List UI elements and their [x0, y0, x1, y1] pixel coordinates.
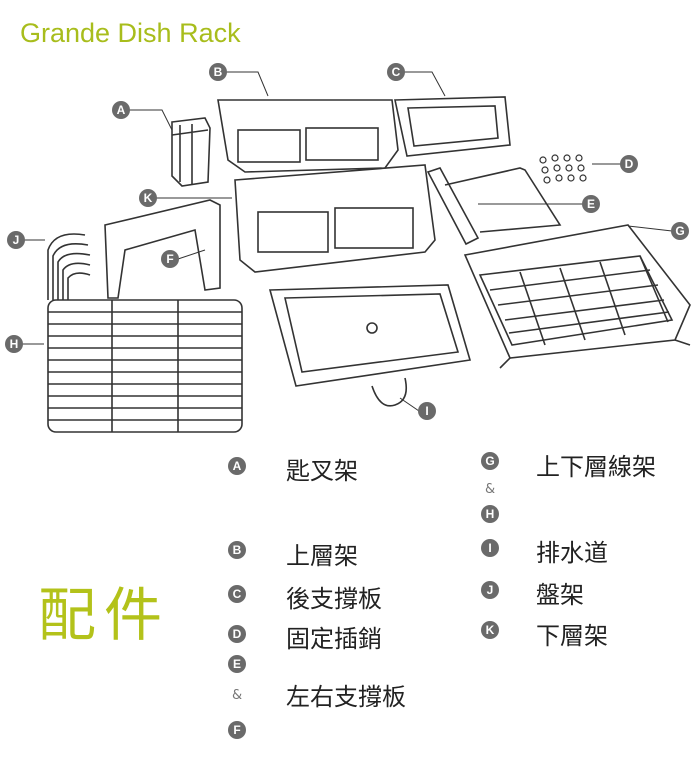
legend-key-c: C [228, 585, 246, 603]
callout-h: H [5, 335, 23, 353]
exploded-view [22, 71, 691, 433]
legend-text-k: 下層架 [536, 622, 608, 650]
legend-key-b: B [228, 541, 246, 559]
legend-text-a: 匙叉架 [286, 457, 358, 485]
legend-text-ef: 左右支撐板 [286, 683, 406, 711]
callout-b: B [209, 63, 227, 81]
part-a-utensil-holder [171, 117, 211, 187]
part-k-lower-rack [234, 164, 436, 273]
part-c-back-plate [394, 96, 511, 157]
legend-text-gh: 上下層線架 [536, 453, 656, 481]
part-f-side-support [104, 199, 221, 299]
part-i-drain-tray [268, 284, 472, 407]
page-title: Grande Dish Rack [20, 18, 241, 48]
part-j-plate-rack [47, 233, 91, 300]
legend-key-h: H [481, 505, 499, 523]
legend-text-c: 後支撐板 [286, 585, 382, 613]
callout-a: A [112, 101, 130, 119]
callout-e: E [582, 195, 600, 213]
legend-text-d: 固定插銷 [286, 625, 382, 653]
legend-key-g: G [481, 452, 499, 470]
legend-key-a: A [228, 457, 246, 475]
legend-text-j: 盤架 [536, 581, 584, 609]
legend-key-j: J [481, 581, 499, 599]
legend-key-f: F [228, 721, 246, 739]
callout-d: D [620, 155, 638, 173]
legend-key-k: K [481, 621, 499, 639]
part-e-side-support [426, 167, 562, 246]
section-heading: 配件 [38, 581, 171, 649]
legend-key-i: I [481, 539, 499, 557]
part-d-pins [539, 154, 587, 184]
callout-f: F [161, 250, 179, 268]
callout-i: I [418, 402, 436, 420]
callout-c: C [387, 63, 405, 81]
legend-amp: & [485, 482, 496, 497]
part-g-wire-basket [463, 224, 691, 369]
legend-amp: & [232, 688, 243, 703]
legend-text-i: 排水道 [536, 539, 608, 567]
leader-lines [22, 71, 673, 412]
legend-key-e: E [228, 655, 246, 673]
legend-key-d: D [228, 625, 246, 643]
part-h-wire-grid [47, 299, 243, 433]
callout-k: K [139, 189, 157, 207]
part-b-upper-rack [217, 99, 399, 173]
legend-text-b: 上層架 [286, 542, 358, 570]
callout-j: J [7, 231, 25, 249]
callout-g: G [671, 222, 689, 240]
